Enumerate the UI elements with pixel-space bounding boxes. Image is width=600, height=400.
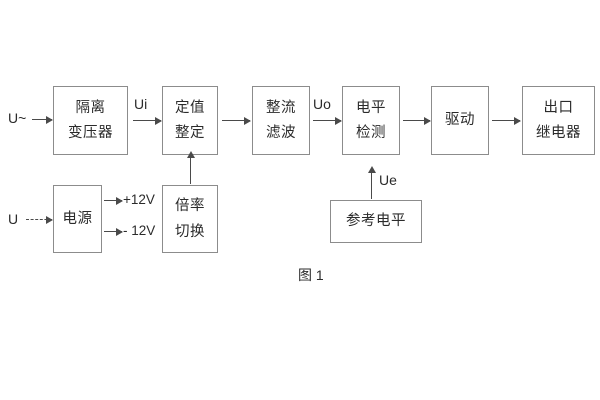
arrow-multiplier-switch-to-setting-value — [186, 151, 195, 184]
rail-positive-label: +12V — [123, 192, 155, 207]
arrow-reference-level-to-level-detect — [367, 166, 376, 199]
signal-label-uo: Uo — [313, 96, 331, 112]
block-level-detect-line1: 电平 — [356, 99, 386, 116]
arrow-rectify-filter-to-level-detect — [313, 117, 342, 125]
arrow-isolation-transformer-to-setting-value — [133, 117, 162, 125]
block-rectify-filter: 整流 滤波 — [252, 86, 310, 155]
input-ac-label: U~ — [8, 110, 27, 126]
block-output-relay: 出口 继电器 — [522, 86, 595, 155]
block-reference-level-line1: 参考电平 — [346, 213, 406, 230]
block-setting-value: 定值 整定 — [162, 86, 218, 155]
block-drive: 驱动 — [431, 86, 489, 155]
block-power-supply-line1: 电源 — [62, 210, 93, 227]
block-isolation-transformer: 隔离 变压器 — [53, 86, 128, 155]
arrow-rail-negative — [104, 228, 123, 236]
block-reference-level: 参考电平 — [330, 200, 422, 243]
input-dc-label: U — [8, 211, 19, 227]
block-level-detect: 电平 检测 — [342, 86, 400, 155]
block-isolation-transformer-line2: 变压器 — [68, 125, 113, 141]
block-setting-value-line2: 整定 — [175, 125, 205, 141]
block-output-relay-line2: 继电器 — [536, 125, 581, 141]
block-power-supply: 电源 — [53, 185, 102, 253]
arrow-input-ac-to-isolation-transformer — [32, 116, 53, 124]
block-rectify-filter-line1: 整流 — [266, 99, 296, 116]
block-level-detect-line2: 检测 — [356, 125, 386, 141]
arrow-setting-value-to-rectify-filter — [222, 117, 251, 125]
signal-label-ue: Ue — [379, 172, 397, 188]
block-multiplier-switch-line1: 倍率 — [175, 198, 205, 214]
arrow-level-detect-to-drive — [403, 117, 431, 125]
block-rectify-filter-line2: 滤波 — [266, 125, 296, 141]
block-multiplier-switch: 倍率 切换 — [162, 185, 218, 253]
block-output-relay-line1: 出口 — [543, 99, 574, 116]
block-multiplier-switch-line2: 切换 — [175, 223, 205, 240]
block-setting-value-line1: 定值 — [175, 99, 205, 116]
figure-caption: 图 1 — [298, 267, 324, 283]
block-isolation-transformer-line1: 隔离 — [75, 99, 106, 116]
rail-negative-label: - 12V — [123, 223, 156, 238]
arrow-input-dc-to-power-supply — [26, 216, 53, 224]
arrow-rail-positive — [104, 197, 123, 205]
block-drive-line1: 驱动 — [445, 112, 475, 129]
arrow-drive-to-output-relay — [492, 117, 521, 125]
signal-label-ui: Ui — [134, 96, 148, 112]
